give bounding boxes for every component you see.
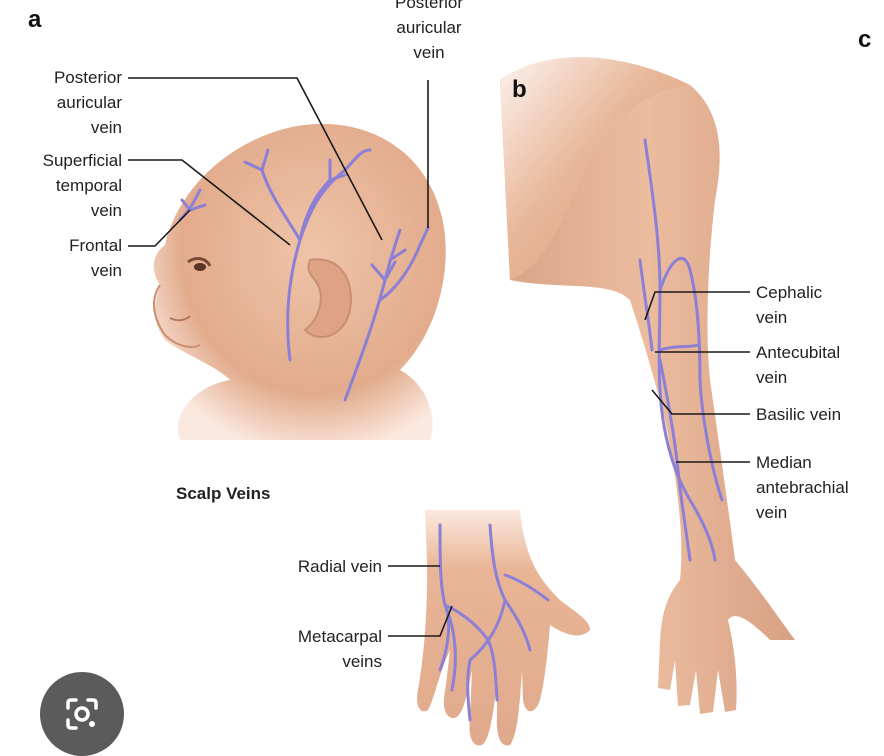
- caption-scalp-veins: Scalp Veins: [176, 484, 271, 504]
- panel-letter-c: c: [858, 26, 871, 54]
- google-lens-icon: [62, 694, 102, 734]
- label-median-antebrachial: Median antebrachial vein: [756, 450, 881, 525]
- label-antecubital: Antecubital vein: [756, 340, 876, 390]
- label-basilic: Basilic vein: [756, 402, 876, 427]
- label-cephalic: Cephalic vein: [756, 280, 876, 330]
- label-posterior-auricular-left: Posterior auricular vein: [10, 65, 122, 140]
- label-frontal: Frontal vein: [10, 233, 122, 283]
- label-metacarpal: Metacarpal veins: [250, 624, 382, 674]
- panel-letter-a: a: [28, 6, 41, 34]
- google-lens-button[interactable]: [40, 672, 124, 756]
- panel-letter-b: b: [512, 76, 527, 104]
- eye: [194, 263, 206, 271]
- label-superficial-temporal: Superficial temporal vein: [0, 148, 122, 223]
- label-posterior-auricular-top: Posterior auricular vein: [374, 0, 484, 65]
- label-radial: Radial vein: [250, 554, 382, 579]
